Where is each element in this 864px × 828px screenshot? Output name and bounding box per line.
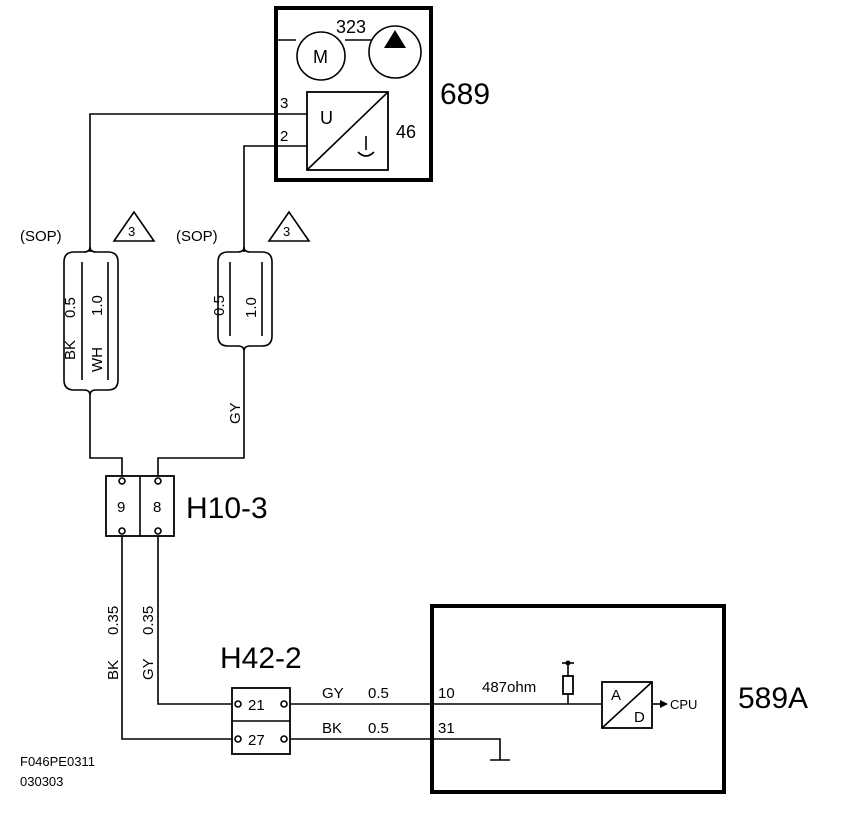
triangle-left-icon xyxy=(112,210,156,242)
component-689-label: 689 xyxy=(440,78,490,111)
adc-d-label: D xyxy=(634,709,645,726)
wires-h10-to-h42: BK 0.35 GY 0.35 xyxy=(105,536,232,740)
pump-label: 323 xyxy=(336,17,366,37)
right-size-b: 1.0 xyxy=(243,297,260,318)
pump-arrow-icon xyxy=(384,30,406,48)
connector-h10-3: 9 8 H10-3 xyxy=(105,475,268,537)
h10-pin-9: 9 xyxy=(117,499,125,516)
footer-code: F046PE0311 xyxy=(20,754,95,769)
pin-2-label: 2 xyxy=(280,128,288,145)
cpu-arrow-icon xyxy=(660,700,668,708)
motor-symbol xyxy=(296,31,346,81)
bk-05-size: 0.5 xyxy=(368,720,389,737)
adc-box xyxy=(601,681,653,729)
pump-symbol xyxy=(368,25,422,79)
adc-a-label: A xyxy=(611,687,621,704)
module-589a-label: 589A xyxy=(738,682,808,715)
sop-right-label: (SOP) xyxy=(176,228,218,245)
connector-h42-2: H42-2 21 27 xyxy=(220,642,302,755)
ground-symbol-icon xyxy=(357,136,375,157)
component-689: 689 M 323 U 46 3 2 xyxy=(274,6,490,182)
footer: F046PE0311 030303 xyxy=(20,754,95,789)
motor-label: M xyxy=(313,47,328,67)
left-size-b: 1.0 xyxy=(89,295,106,316)
pin-31-label: 31 xyxy=(438,720,455,737)
triangle-right-icon xyxy=(267,210,311,242)
triangle-left-label: 3 xyxy=(128,224,135,239)
pin-3-label: 3 xyxy=(280,95,288,112)
gy-05-size: 0.5 xyxy=(368,685,389,702)
h42-pin-21: 21 xyxy=(248,697,265,714)
h10-3-label: H10-3 xyxy=(186,492,268,525)
cpu-label: CPU xyxy=(670,697,697,712)
resistor-label: 487ohm xyxy=(482,679,536,696)
pin-10-label: 10 xyxy=(438,685,455,702)
bk-035-size: 0.35 xyxy=(105,606,122,635)
gy-05-color: GY xyxy=(322,685,344,702)
resistor-icon xyxy=(562,660,574,704)
gy-035-size: 0.35 xyxy=(140,606,157,635)
sop-left-label: (SOP) xyxy=(20,228,62,245)
h10-pin-8: 8 xyxy=(153,499,161,516)
wires-h42-to-589a: GY 0.5 BK 0.5 xyxy=(290,685,432,740)
gy-wire-label: GY xyxy=(227,402,244,424)
harness-right: (SOP) 3 0.5 1.0 xyxy=(176,210,311,352)
wires-upper xyxy=(89,113,278,252)
right-size-a: 0.5 xyxy=(211,295,228,316)
sensor-46-box xyxy=(306,91,389,171)
left-color-b: WH xyxy=(89,347,106,372)
gy-035-color: GY xyxy=(140,658,157,680)
sensor-46-label: 46 xyxy=(396,122,416,142)
sensor-u-label: U xyxy=(320,108,333,128)
left-color-a: BK xyxy=(62,340,79,360)
left-size-a: 0.5 xyxy=(62,297,79,318)
h42-2-label: H42-2 xyxy=(220,642,302,675)
harness-left: (SOP) 3 0.5 1.0 BK WH xyxy=(20,210,156,396)
bk-05-color: BK xyxy=(322,720,342,737)
bk-035-color: BK xyxy=(105,660,122,680)
module-589a: 589A 10 31 487ohm A D CPU xyxy=(430,604,808,794)
footer-date: 030303 xyxy=(20,774,63,789)
triangle-right-label: 3 xyxy=(283,224,290,239)
h42-pin-27: 27 xyxy=(248,732,265,749)
wires-to-h10: GY xyxy=(89,351,245,476)
